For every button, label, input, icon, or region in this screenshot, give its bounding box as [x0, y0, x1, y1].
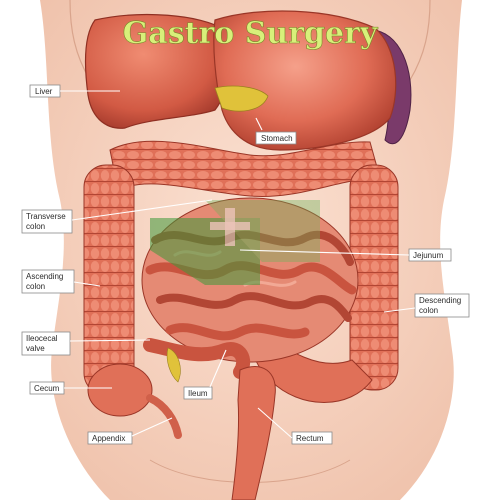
ascending-colon — [83, 164, 135, 396]
transverse-colon — [109, 140, 381, 197]
svg-text:colon: colon — [419, 306, 438, 315]
label-ascending-colon: Ascending colon — [21, 269, 101, 294]
svg-text:Liver: Liver — [35, 87, 53, 96]
svg-text:Jejunum: Jejunum — [413, 251, 444, 260]
appendix — [146, 394, 182, 439]
label-transverse-colon: Transverse colon — [21, 199, 213, 234]
page-title: Gastro Surgery — [123, 16, 379, 51]
rectum — [231, 365, 276, 500]
label-ileum: Ileum — [183, 349, 227, 400]
label-rectum: Rectum — [257, 407, 333, 445]
ileocecal-fat — [166, 347, 181, 383]
svg-text:Rectum: Rectum — [296, 434, 324, 443]
label-descending-colon: Descending colon — [383, 293, 470, 318]
svg-text:Transverse: Transverse — [26, 212, 66, 221]
gallbladder — [214, 85, 269, 112]
svg-text:Ileum: Ileum — [188, 389, 208, 398]
svg-text:valve: valve — [26, 344, 45, 353]
svg-text:Stomach: Stomach — [261, 134, 293, 143]
label-jejunum: Jejunum — [239, 248, 452, 262]
liver — [84, 13, 231, 129]
svg-text:Ileocecal: Ileocecal — [26, 334, 58, 343]
svg-text:Ascending: Ascending — [26, 272, 63, 281]
svg-text:Cecum: Cecum — [34, 384, 60, 393]
svg-text:Appendix: Appendix — [92, 434, 125, 443]
label-ileocecal-valve: Ileocecal valve — [21, 331, 151, 356]
svg-text:colon: colon — [26, 222, 45, 231]
label-appendix: Appendix — [87, 417, 173, 445]
svg-text:colon: colon — [26, 282, 45, 291]
label-cecum: Cecum — [29, 381, 112, 395]
cecum — [87, 363, 153, 417]
watermark — [150, 200, 320, 285]
label-liver: Liver — [29, 84, 120, 98]
stomach — [213, 10, 397, 151]
svg-text:Descending: Descending — [419, 296, 461, 305]
label-stomach: Stomach — [255, 117, 297, 145]
